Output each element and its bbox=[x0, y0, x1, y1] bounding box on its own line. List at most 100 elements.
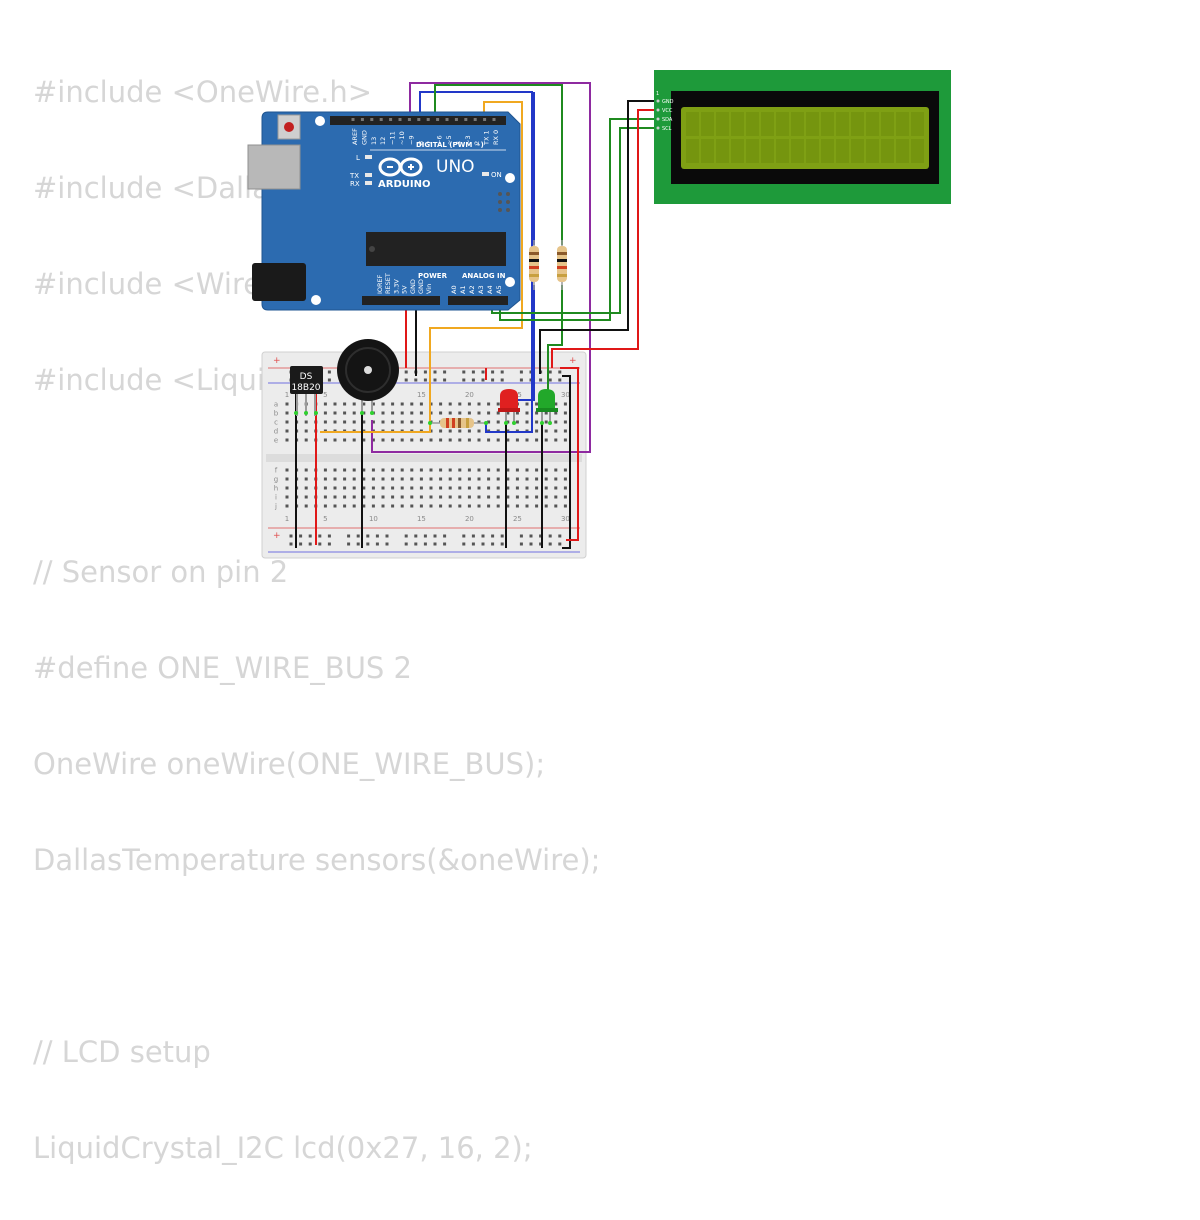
breadboard-hole bbox=[381, 495, 385, 499]
analog-header bbox=[448, 296, 508, 305]
led-red-rim bbox=[498, 408, 520, 412]
breadboard-hole bbox=[323, 504, 327, 508]
breadboard-hole bbox=[391, 477, 395, 481]
column-number: 5 bbox=[323, 391, 327, 399]
digital-pin-label: AREF bbox=[351, 128, 359, 145]
lcd-cell bbox=[686, 112, 699, 136]
breadboard-hole bbox=[362, 438, 366, 442]
breadboard-hole bbox=[391, 438, 395, 442]
breadboard-hole bbox=[304, 420, 308, 424]
lcd-pin bbox=[656, 126, 660, 130]
breadboard-hole bbox=[371, 438, 375, 442]
row-letter: c bbox=[274, 419, 278, 427]
column-number: 5 bbox=[323, 515, 327, 523]
breadboard-hole bbox=[458, 477, 462, 481]
lcd-pin-label: GND bbox=[662, 99, 674, 105]
rail-hole bbox=[366, 542, 370, 546]
breadboard-hole bbox=[448, 504, 452, 508]
breadboard-hole bbox=[458, 402, 462, 406]
digital-pin-label: 7 bbox=[426, 141, 434, 145]
row-letter: g bbox=[274, 476, 278, 484]
breadboard-hole bbox=[419, 477, 423, 481]
breadboard-hole bbox=[400, 504, 404, 508]
breadboard-hole bbox=[285, 402, 289, 406]
code-line: OneWire oneWire(ONE_WIRE_BUS); bbox=[33, 747, 546, 781]
column-number: 25 bbox=[513, 515, 522, 523]
rail-hole bbox=[289, 534, 293, 538]
breadboard-hole bbox=[333, 504, 337, 508]
breadboard-hole bbox=[506, 468, 510, 472]
breadboard-hole bbox=[400, 420, 404, 424]
breadboard-hole bbox=[410, 402, 414, 406]
digital-pin-label: 8 bbox=[417, 141, 425, 145]
breadboard-hole bbox=[343, 504, 347, 508]
digital-pin-label: RX 0 bbox=[492, 130, 500, 145]
led-l-label: L bbox=[356, 154, 360, 162]
breadboard-hole bbox=[343, 495, 347, 499]
microcontroller-chip bbox=[366, 232, 506, 266]
rail-hole bbox=[414, 378, 418, 382]
digital-pin-label: 13 bbox=[370, 137, 378, 145]
column-number: 30 bbox=[561, 515, 570, 523]
code-line: #include <OneWire.h> bbox=[33, 75, 373, 109]
column-number: 10 bbox=[369, 515, 378, 523]
breadboard-hole bbox=[544, 429, 548, 433]
connection-points bbox=[294, 411, 552, 425]
breadboard-hole bbox=[563, 504, 567, 508]
resistor-vertical-2 bbox=[557, 240, 567, 290]
breadboard-hole bbox=[487, 420, 491, 424]
rail-hole bbox=[433, 534, 437, 538]
breadboard-hole bbox=[554, 504, 558, 508]
header-pin bbox=[417, 118, 421, 121]
lcd-pin bbox=[656, 99, 660, 103]
digital-header-label: DIGITAL (PWM ~) bbox=[416, 141, 484, 149]
rail-hole bbox=[347, 534, 351, 538]
lcd-cell bbox=[776, 112, 789, 136]
breadboard-hole bbox=[506, 438, 510, 442]
breadboard-hole bbox=[515, 468, 519, 472]
rail-hole bbox=[385, 542, 389, 546]
breadboard-hole bbox=[563, 429, 567, 433]
rail-hole bbox=[500, 542, 504, 546]
breadboard-hole bbox=[304, 477, 308, 481]
breadboard-hole bbox=[323, 438, 327, 442]
rail-hole bbox=[539, 534, 543, 538]
breadboard-hole bbox=[487, 477, 491, 481]
rail-hole bbox=[471, 534, 475, 538]
breadboard-hole bbox=[381, 438, 385, 442]
wire-black bbox=[562, 375, 571, 549]
breadboard-hole bbox=[554, 486, 558, 490]
lcd-cell bbox=[701, 139, 714, 163]
breadboard-hole bbox=[515, 411, 519, 415]
breadboard-hole bbox=[544, 495, 548, 499]
column-number: 1 bbox=[285, 515, 289, 523]
rail-hole bbox=[318, 542, 322, 546]
breadboard-hole bbox=[467, 429, 471, 433]
analog-pin-label: A4 bbox=[486, 285, 494, 294]
header-pin bbox=[436, 118, 440, 121]
power-pin-label: GND bbox=[409, 279, 417, 294]
led-tx-label: TX bbox=[349, 172, 359, 180]
breadboard-hole bbox=[381, 411, 385, 415]
lcd-cell bbox=[881, 139, 894, 163]
header-pin bbox=[473, 118, 477, 121]
wire-purple bbox=[371, 82, 591, 453]
breadboard-hole bbox=[477, 402, 481, 406]
rail-hole bbox=[433, 542, 437, 546]
rail-hole bbox=[539, 542, 543, 546]
breadboard-hole bbox=[515, 477, 519, 481]
rail-hole bbox=[491, 542, 495, 546]
code-line: // LCD setup bbox=[33, 1035, 211, 1069]
breadboard-hole bbox=[554, 495, 558, 499]
breadboard-hole bbox=[439, 411, 443, 415]
breadboard-hole bbox=[391, 411, 395, 415]
code-line: // Sensor on pin 2 bbox=[33, 555, 289, 589]
rail-hole bbox=[433, 370, 437, 374]
breadboard-hole bbox=[535, 495, 539, 499]
power-pin-label: 3.3V bbox=[392, 279, 400, 294]
breadboard-hole bbox=[448, 477, 452, 481]
breadboard-hole bbox=[496, 495, 500, 499]
breadboard-hole bbox=[419, 438, 423, 442]
breadboard-hole bbox=[285, 429, 289, 433]
